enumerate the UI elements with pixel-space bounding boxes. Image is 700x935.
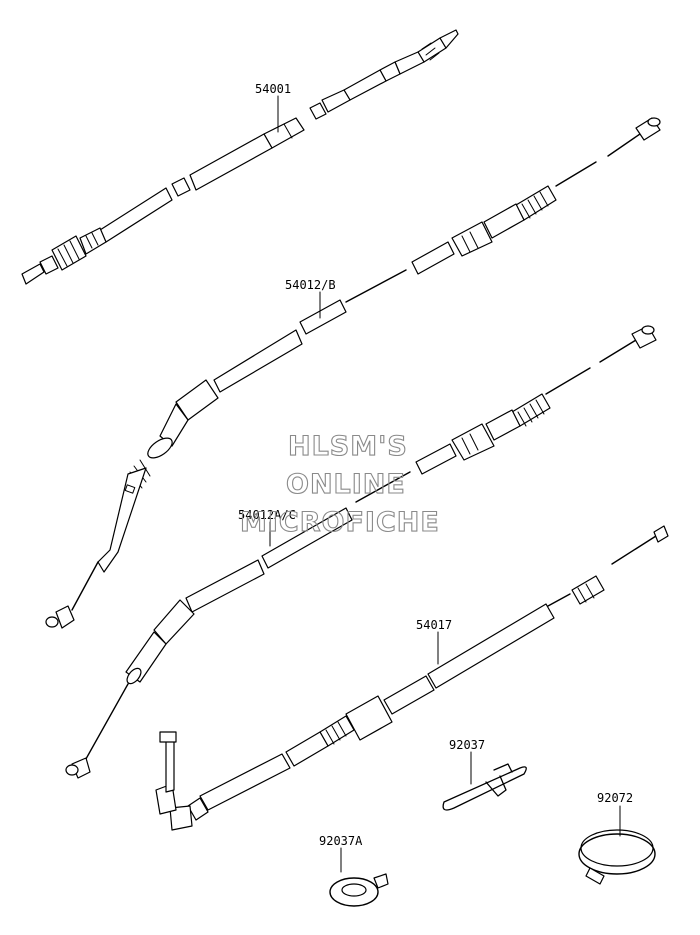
label-54012ac: 54012A/C	[238, 508, 296, 522]
label-54017: 54017	[416, 618, 452, 632]
cable-54012ac-drawing: 54012A/C	[65, 325, 657, 779]
clamp-92037-drawing: 92037	[442, 738, 527, 811]
clamp-92072-drawing: 92072	[578, 791, 656, 885]
watermark-line3: MICROFICHE	[240, 507, 440, 538]
label-92037a: 92037A	[319, 834, 363, 848]
clamp-92037a-drawing: 92037A	[319, 834, 389, 907]
watermark-line2: ONLINE	[286, 469, 406, 500]
label-92072: 92072	[597, 791, 633, 805]
label-92037: 92037	[449, 738, 485, 752]
label-54012b: 54012/B	[285, 278, 336, 292]
cable-54001-drawing: 54001	[21, 29, 459, 285]
cable-54017-drawing: 54017	[155, 525, 669, 831]
label-54001: 54001	[255, 82, 291, 96]
watermark: HLSM'S ONLINE MICROFICHE	[239, 430, 440, 538]
watermark-line1: HLSM'S	[288, 431, 408, 462]
cable-54012b-drawing: 54012/B	[45, 117, 661, 629]
